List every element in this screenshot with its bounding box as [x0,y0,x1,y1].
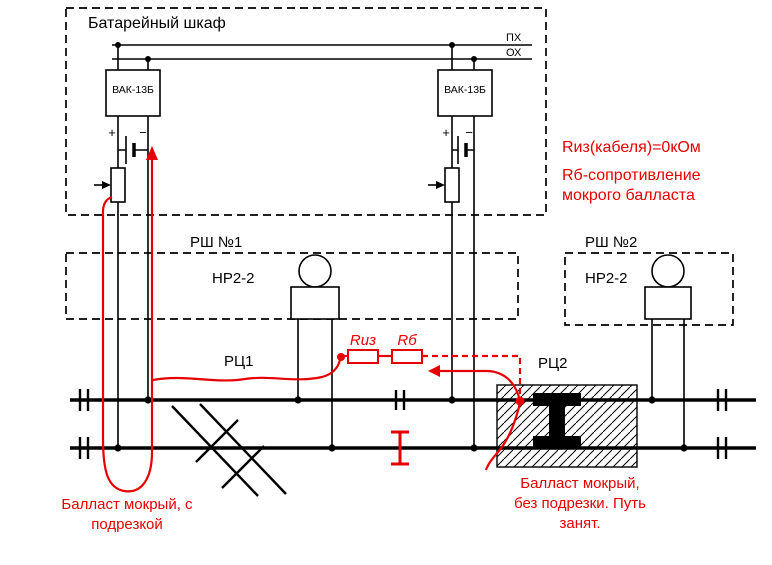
ballast-left-line2: подрезкой [91,516,163,533]
insulating-joint-right-bottom-icon [716,437,728,459]
ballast-note-line1: Rб-сопротивление [562,167,701,184]
junction-dot [145,56,151,62]
bus-label-ox: ОХ [506,47,522,59]
rail-tap-dot [470,444,478,452]
plus-sign: + [108,125,116,140]
battery-cabinet-box [65,7,547,216]
relay-1-coil-icon [298,254,332,288]
battery-cabinet-title: Батарейный шкаф [88,15,226,32]
vak-right-top-leads [451,45,475,70]
annotations: Rиз(кабеля)=0кОм Rб-сопротивление мокрог… [61,139,700,533]
current-arrow-left-icon [428,365,440,377]
leak-path-to-resistors [152,359,342,382]
vak-right-wiring [451,116,475,448]
relay-1-label: НР2-2 [212,270,255,287]
relay-cabinet-1: РШ №1 НР2-2 [65,234,519,448]
relay-2-body [644,286,692,320]
limiter-resistor-left [110,167,126,203]
relay-2-leads [651,319,685,448]
ballast-left-line1: Балласт мокрый, с [61,496,193,513]
adjust-arrowhead-left-icon [102,181,111,189]
limiter-resistor-right [444,167,460,203]
relay-1-body [290,286,340,320]
vak-left-box [105,69,161,117]
rail-tap-dot [448,396,456,404]
ballast-leak-curve [484,402,522,471]
rail-tap-dot [328,444,336,452]
wheelset-axle-shunt-icon [533,393,581,449]
junction-dot [471,56,477,62]
vak-right-label: ВАК-13Б [444,84,486,96]
vak-unit-left: ВАК-13Б + − [94,42,161,448]
cable-note: Rиз(кабеля)=0кОм [562,139,701,156]
rail-tap-dot [294,396,302,404]
relay-cabinet-1-title: РШ №1 [190,234,242,251]
insulating-joint-left-bottom-icon [78,437,90,459]
battery-cabinet: Батарейный шкаф [65,7,547,216]
r-iz-resistor [347,349,379,364]
junction-dot [449,42,455,48]
current-return-path [434,369,522,402]
ballast-note-line2: мокрого балласта [562,187,695,204]
dashed-leak-path [422,354,522,396]
junction-dot [115,42,121,48]
minus-sign: − [465,125,473,140]
ballast-right-line1: Балласт мокрый, [520,475,639,492]
fault-current-overlay: Rиз Rб [101,146,525,493]
ballast-right-line2: без подрезки. Путь [514,495,646,512]
r-b-resistor [391,349,423,364]
insulating-joint-right-top-icon [716,389,728,411]
plus-sign: + [442,125,450,140]
rail-tap-dot [680,444,688,452]
track-circuit-1-label: РЦ1 [224,353,253,370]
minus-sign: − [139,125,147,140]
ballast-right-line3: занят. [559,515,600,532]
track-circuit-2-label: РЦ2 [538,355,567,372]
rail-tap-dot [648,396,656,404]
r-iz-label: Rиз [350,332,376,349]
vak-right-box [437,69,493,117]
relay-cabinet-2: РШ №2 НР2-2 [564,234,734,448]
current-arrow-up-icon [146,146,158,160]
ballast-cut-marks-icon [171,403,287,497]
relay-cabinet-2-title: РШ №2 [585,234,637,251]
relay-2-coil-icon [651,254,685,288]
relay-cabinet-2-box [564,252,734,326]
supply-bus: ПХ ОХ [112,32,532,60]
vak-left-top-leads [117,45,149,70]
rail-tap-dot [114,444,122,452]
insulating-joint-middle-top-icon [394,390,406,410]
leak-current-loop-path [101,158,154,493]
faulty-joint-middle-bottom-icon [391,430,409,466]
r-b-label: Rб [397,332,417,349]
rail-tap-dot [144,396,152,404]
relay-1-leads [297,319,333,448]
vak-left-label: ВАК-13Б [112,84,154,96]
bus-label-px: ПХ [506,32,522,44]
vak-unit-right: ВАК-13Б + − [428,42,493,448]
relay-2-label: НР2-2 [585,270,628,287]
insulating-joint-left-top-icon [78,389,90,411]
vak-left-wiring [117,116,149,448]
adjust-arrowhead-right-icon [436,181,445,189]
rails [70,389,756,466]
